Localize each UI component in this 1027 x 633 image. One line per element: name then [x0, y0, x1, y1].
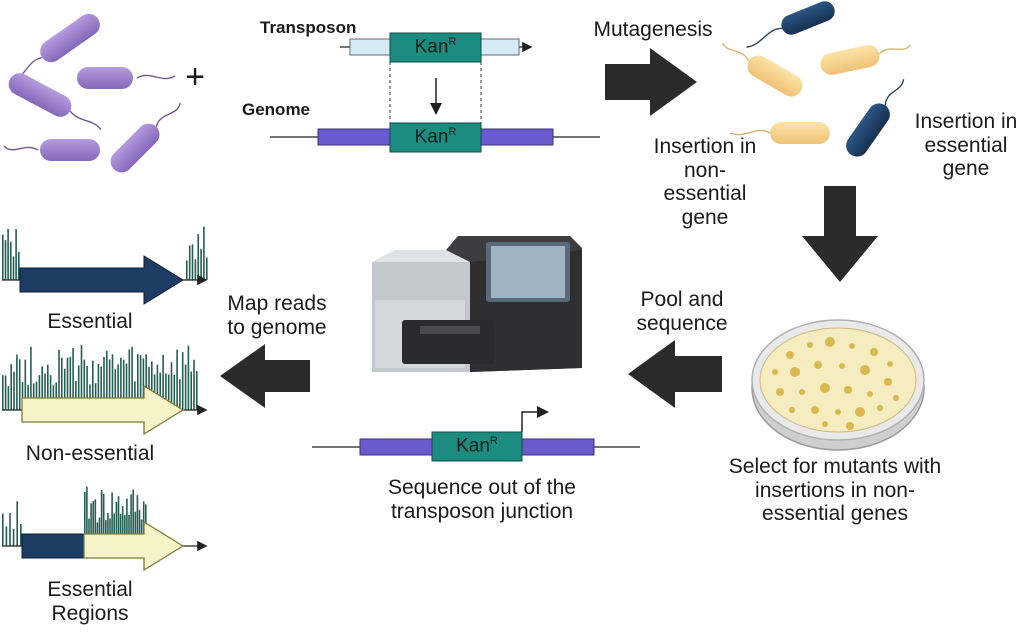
insertion-nonessential-label: Insertion in non- essential gene — [653, 135, 757, 229]
map-reads-label: Map reads to genome — [227, 292, 327, 339]
essential-track — [2, 226, 208, 305]
essential-regions-label: Essential Regions — [47, 578, 133, 625]
genome-construct — [270, 122, 600, 153]
kan-label-transposon: KanR — [414, 36, 457, 58]
mutant-bacteria-group — [721, 1, 911, 157]
bacterium-icon — [721, 42, 803, 97]
transposon-label: Transposon — [260, 18, 357, 37]
wildtype-bacteria-group — [3, 13, 181, 173]
kan-label-genome: KanR — [414, 126, 457, 148]
sequencer-icon — [372, 236, 582, 372]
bacterium-icon — [846, 79, 905, 157]
pool-arrow — [628, 340, 722, 408]
nonessential-gene-arrow — [21, 384, 185, 436]
bacterium-icon — [746, 1, 835, 48]
essential-label: Essential — [47, 310, 133, 333]
bacterium-icon — [820, 44, 911, 75]
map-reads-arrow — [220, 344, 310, 408]
plus-sign: + — [185, 58, 205, 96]
insertion-essential-label: Insertion in essential gene — [914, 110, 1018, 181]
bacterium-icon — [8, 73, 102, 131]
bacterium-icon — [729, 122, 830, 144]
mutagenesis-label: Mutagenesis — [593, 18, 713, 41]
bacterium-icon — [77, 67, 176, 89]
transposon-construct — [340, 32, 533, 123]
nonessential-track — [2, 345, 208, 436]
essential-gene-arrow — [19, 255, 184, 305]
kan-label-junction: KanR — [456, 435, 498, 457]
reads-dense — [2, 345, 198, 410]
bacterium-icon — [3, 139, 100, 161]
reads-right — [186, 226, 208, 280]
select-arrow — [802, 186, 878, 282]
junction-construct — [312, 406, 640, 462]
petri-dish-icon — [751, 319, 925, 451]
pool-sequence-label: Pool and sequence — [636, 288, 728, 335]
bacterium-icon — [110, 102, 181, 173]
sequence-out-label: Sequence out of the transposon junction — [388, 476, 576, 523]
genome-label: Genome — [242, 100, 311, 119]
reads-left — [2, 229, 20, 280]
essential-regions-track — [2, 486, 208, 572]
nonessential-label: Non-essential — [25, 442, 155, 465]
mutagenesis-arrow — [605, 48, 697, 116]
reads-left-small — [2, 501, 22, 546]
select-mutants-label: Select for mutants with insertions in no… — [728, 455, 942, 526]
